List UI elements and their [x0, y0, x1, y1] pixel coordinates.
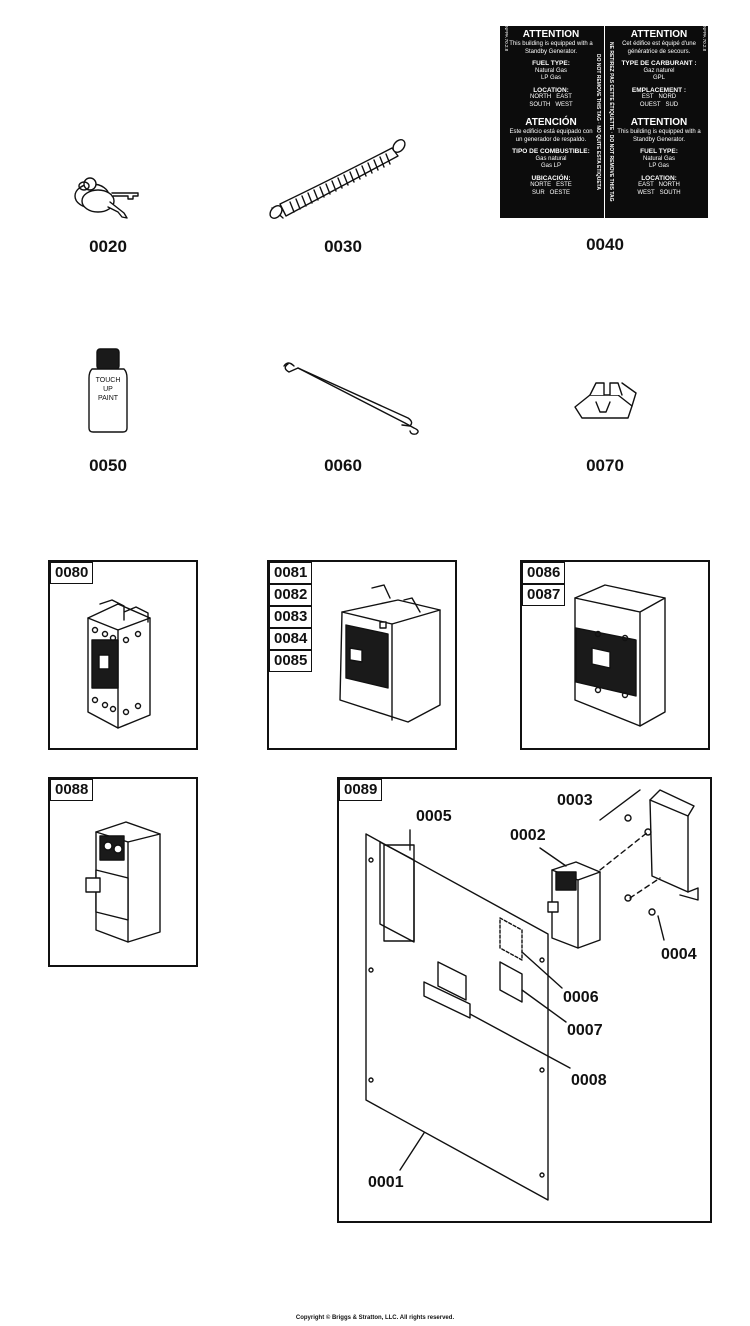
- callout-0007: 0007: [567, 1022, 603, 1039]
- paint-bottle-label: TOUCH UP PAINT: [95, 377, 121, 402]
- box-tag-0087: 0087: [522, 584, 566, 606]
- sticker-nfpa-left: NFPA 70.2.8: [504, 26, 509, 52]
- callout-0004: 0004: [661, 946, 697, 963]
- part-number-0020: 0020: [89, 237, 127, 256]
- part-number-0050: 0050: [89, 456, 127, 475]
- part-number-0040: 0040: [586, 235, 624, 254]
- box-0088: 0088: [48, 777, 198, 967]
- fuse-illustration: [574, 382, 637, 419]
- box-tag-0086: 0086: [522, 562, 566, 584]
- box-tag-0084: 0084: [269, 628, 313, 650]
- callout-0008: 0008: [571, 1072, 607, 1089]
- box-0089: 0089: [337, 777, 712, 1223]
- box-tag-0080: 0080: [50, 562, 94, 584]
- callout-0006: 0006: [563, 989, 599, 1006]
- callout-0003: 0003: [557, 792, 593, 809]
- sticker-panel-fr: ATTENTION Cet édifice est équipé d'une g…: [617, 29, 701, 196]
- keys-illustration: [74, 177, 139, 219]
- sticker-panel-en: ATTENTION This building is equipped with…: [509, 29, 593, 196]
- callout-0005: 0005: [416, 808, 452, 825]
- breaker-0086-illustration: [574, 584, 666, 727]
- sticker-strip-left: DO NOT REMOVE THIS TAG · NO QUITE ESTA E…: [595, 54, 601, 190]
- breaker-0081-illustration: [339, 584, 441, 723]
- box-0086: 0086 0087: [520, 560, 710, 750]
- callout-0001: 0001: [368, 1174, 404, 1191]
- box-tag-0089: 0089: [339, 779, 383, 801]
- generator-warning-sticker: NFPA 70.2.8 ATTENTION This building is e…: [500, 26, 708, 218]
- copyright-notice: Copyright © Briggs & Stratton, LLC. All …: [295, 1315, 455, 1321]
- part-number-0060: 0060: [324, 456, 362, 475]
- callout-0002: 0002: [510, 827, 546, 844]
- box-tag-0082: 0082: [269, 584, 313, 606]
- box-tag-0085: 0085: [269, 650, 313, 672]
- box-tag-0088: 0088: [50, 779, 94, 801]
- flex-hose-illustration: [269, 139, 406, 219]
- part-number-0070: 0070: [586, 456, 624, 475]
- box-0080: 0080: [48, 560, 198, 750]
- box-0081: 0081 0082 0083 0084 0085: [267, 560, 457, 750]
- wire-hook-illustration: [283, 362, 419, 435]
- breaker-0080-illustration: [87, 599, 151, 729]
- paint-bottle-illustration: [88, 348, 128, 433]
- sticker-strip-right: NE RETIREZ PAS CETTE ÉTIQUETTE · DO NOT …: [604, 26, 617, 218]
- breaker-0088-illustration: [85, 821, 161, 943]
- box-tag-0081: 0081: [269, 562, 313, 584]
- sticker-nfpa-right: NFPA 70.2.8: [702, 26, 707, 52]
- cover-plate-illustration: [365, 789, 699, 1201]
- box-tag-0083: 0083: [269, 606, 313, 628]
- part-number-0030: 0030: [324, 237, 362, 256]
